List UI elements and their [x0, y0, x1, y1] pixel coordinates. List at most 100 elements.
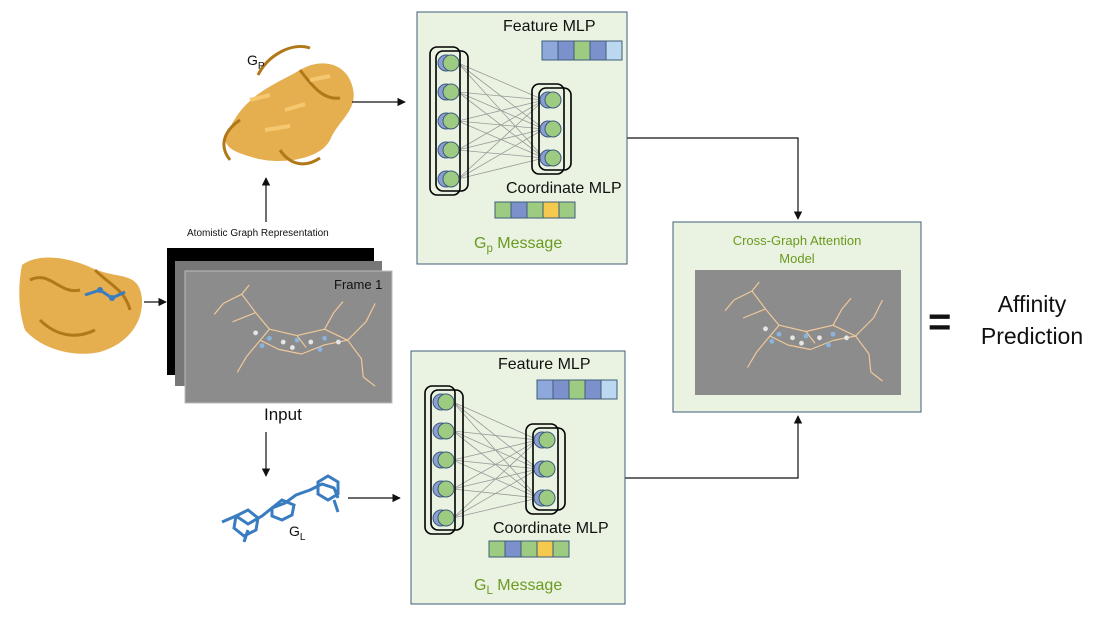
top-mlp-network	[429, 46, 572, 196]
network-edge	[457, 99, 545, 151]
graph-edge	[241, 284, 250, 295]
vector-cell	[536, 379, 554, 400]
graph-node	[267, 335, 272, 341]
graph-edge	[751, 281, 760, 292]
neuron	[442, 83, 460, 101]
neuron	[437, 393, 455, 411]
vector-cell	[536, 540, 554, 558]
graph-node	[253, 330, 258, 336]
network-edge	[452, 430, 539, 441]
bottom-feature-mlp-title: Feature MLP	[498, 356, 591, 373]
graph-edge	[855, 335, 870, 355]
graph-edge	[269, 328, 298, 337]
top-feature-vector	[541, 40, 623, 61]
graph-edge	[324, 312, 335, 330]
vector-cell	[552, 379, 570, 400]
network-edge	[452, 468, 539, 519]
vector-cell	[526, 201, 544, 219]
graph-edge	[278, 348, 302, 355]
neuron	[437, 509, 455, 527]
graph-node	[294, 337, 300, 343]
network-edge	[452, 439, 539, 490]
top-coordinate-mlp-title: Coordinate MLP	[506, 180, 622, 197]
attention-graph-image	[724, 281, 884, 382]
bottom-feature-vector	[536, 379, 618, 400]
graph-node	[799, 340, 804, 346]
graph-node	[830, 331, 836, 337]
graph-node	[769, 339, 775, 344]
network-edge	[452, 439, 539, 519]
vector-cell	[584, 379, 602, 400]
graph-edge	[765, 308, 780, 326]
graph-edge	[870, 371, 883, 382]
graph-node	[844, 335, 849, 341]
graph-node	[817, 335, 822, 341]
graph-edge	[805, 331, 816, 344]
bottom-coordinate-mlp-title: Coordinate MLP	[493, 520, 609, 537]
top-message-title: Gp Message	[474, 235, 563, 256]
neuron	[544, 91, 562, 109]
graph-node	[803, 333, 809, 339]
graph-edge	[236, 356, 247, 373]
network-edge	[457, 91, 545, 101]
neuron	[544, 120, 562, 138]
network-edge	[452, 401, 539, 441]
graph-node	[776, 331, 782, 337]
input-label: Input	[264, 405, 302, 424]
complex-structure-image	[18, 250, 143, 355]
graph-edge	[296, 328, 325, 337]
graph-edge	[333, 301, 344, 313]
neuron	[538, 460, 556, 478]
network-edge	[457, 99, 545, 122]
connector-arrows	[144, 97, 803, 503]
bottom-coordinate-vector	[488, 540, 570, 558]
output-layer-inner-box	[532, 427, 566, 511]
graph-edge	[733, 290, 753, 301]
network-edge	[452, 497, 539, 519]
neuron	[442, 54, 460, 72]
vector-cell	[504, 540, 522, 558]
attention-graph-frame	[695, 270, 901, 395]
vector-cell	[494, 201, 512, 219]
network-edge	[457, 99, 545, 180]
neuron	[538, 431, 556, 449]
neuron	[437, 422, 455, 440]
vector-cell	[568, 379, 586, 400]
frame-graph-image	[213, 284, 376, 387]
graph-node	[790, 335, 795, 341]
graph-edge	[245, 339, 261, 358]
graph-edge	[223, 293, 243, 304]
graph-node	[259, 343, 265, 349]
graph-edge	[778, 324, 807, 333]
graph-edge	[810, 339, 834, 351]
vector-cell	[510, 201, 528, 219]
graph-edge	[742, 308, 766, 319]
graph-node	[826, 342, 831, 348]
vector-cell	[589, 40, 607, 61]
graph-edge	[805, 324, 834, 333]
graph-node	[317, 347, 323, 352]
vector-cell	[600, 379, 618, 400]
graph-node	[322, 335, 327, 341]
vector-cell	[520, 540, 538, 558]
vector-cell	[541, 40, 559, 61]
arrow-bottom-module-to-attention	[625, 415, 803, 479]
graph-edge	[746, 351, 758, 368]
network-edge	[457, 157, 545, 180]
graph-edge	[347, 321, 367, 341]
frame-stack	[167, 248, 393, 404]
graph-edge	[832, 324, 856, 337]
vector-cell	[558, 201, 576, 219]
ligand-structure-image	[221, 474, 340, 543]
network-edge	[457, 62, 545, 101]
vector-cell	[488, 540, 506, 558]
graph-edge	[724, 299, 735, 312]
output-label: Affinity Prediction	[980, 291, 1084, 349]
network-edge	[452, 439, 539, 461]
graph-node	[280, 339, 286, 345]
ligand-graph-label: GL	[289, 523, 306, 543]
graph-edge	[259, 328, 270, 341]
graph-edge	[756, 335, 771, 353]
